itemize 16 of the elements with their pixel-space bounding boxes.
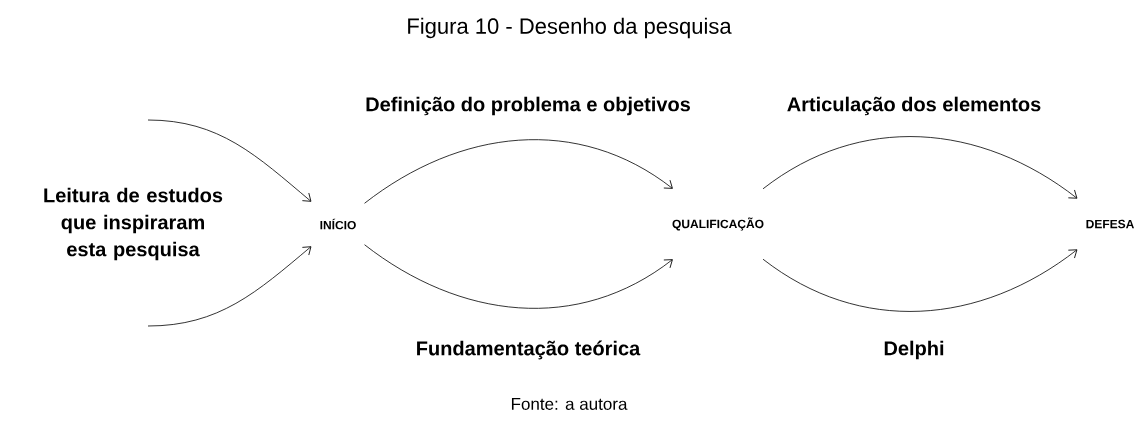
edge-label: Fundamentação teórica: [414, 339, 642, 361]
arrow: [762, 249, 1078, 312]
stage-label: INÍCIO: [320, 218, 356, 230]
edge-label: Definição do problema e objetivos: [364, 95, 692, 117]
arrow: [147, 119, 312, 202]
side-text: Leitura de estudos que inspiraram esta pesquisa: [44, 187, 223, 261]
source-caption: Fonte: a autora: [511, 398, 628, 410]
arrow: [364, 139, 673, 204]
edge-label: Articulação dos elementos: [785, 95, 1043, 117]
figure-title: Figura 10 - Desenho da pesquisa: [408, 17, 732, 39]
stage-label: QUALIFICAÇÃO: [672, 217, 764, 231]
arrow: [364, 244, 673, 309]
arrow: [147, 246, 312, 327]
edge-label: Delphi: [882, 339, 946, 361]
arrow: [762, 136, 1078, 199]
stage-label: DEFESA: [1086, 219, 1134, 229]
